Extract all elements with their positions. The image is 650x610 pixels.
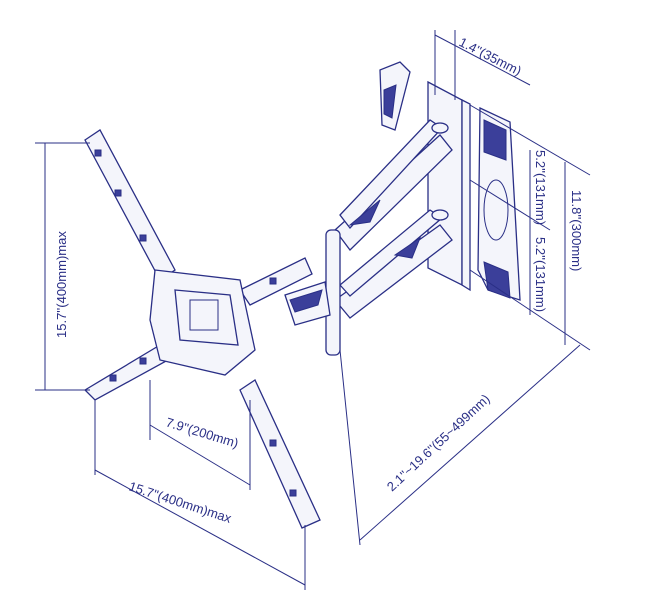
label-extension-range: 2.1''~19.6''(55~499mm) — [384, 391, 493, 494]
dimension-lines — [35, 30, 591, 590]
swing-arms — [284, 119, 453, 356]
label-vesa-vertical-max: 15.7''(400mm)max — [54, 231, 69, 338]
label-vesa-horizontal-max: 15.7''(400mm)max — [127, 479, 234, 526]
vesa-bracket — [83, 129, 321, 529]
label-wall-plate-depth: 1.4''(35mm) — [457, 34, 524, 78]
label-upper-half-height: 5.2''(131mm) — [533, 150, 548, 225]
label-wall-plate-height: 11.8''(300mm) — [569, 190, 584, 271]
label-lower-half-height: 5.2''(131mm) — [533, 237, 548, 312]
label-vesa-min: 7.9''(200mm) — [164, 415, 240, 451]
